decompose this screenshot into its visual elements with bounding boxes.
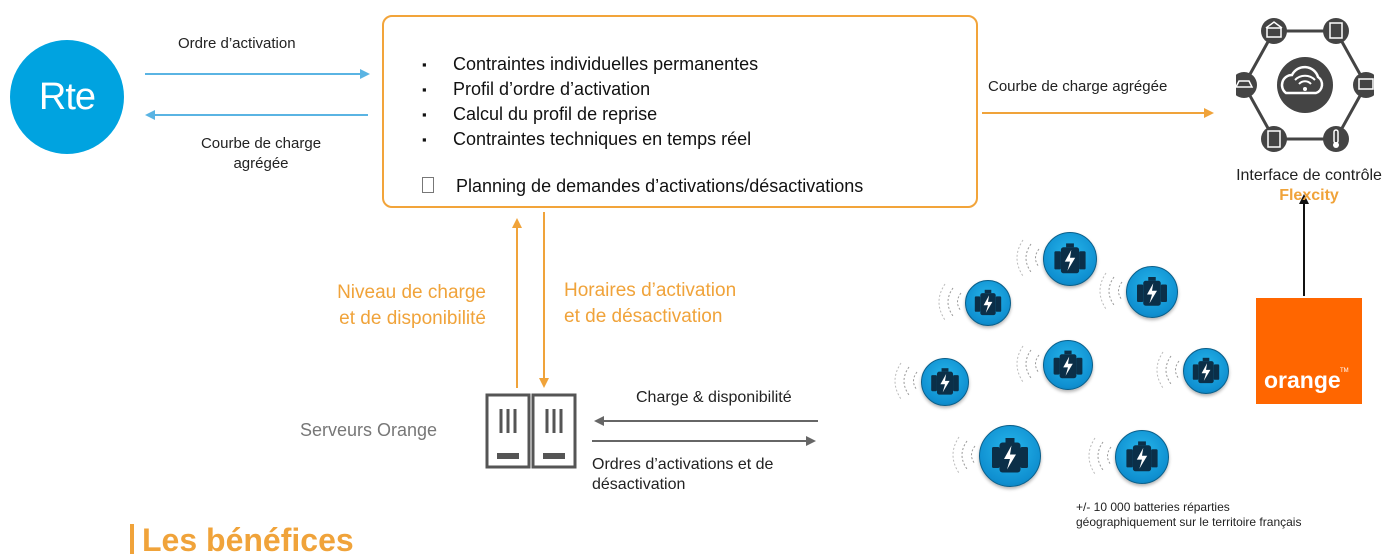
signal-wave-icon bbox=[938, 283, 962, 321]
connector-arrows bbox=[145, 69, 1309, 446]
aggregated-load-label-flexcity: Courbe de charge agrégée bbox=[988, 78, 1168, 95]
battery-icon bbox=[1043, 232, 1097, 286]
signal-wave-icon bbox=[1099, 272, 1123, 310]
activation-orders-label: Ordres d’activations et de désactivation bbox=[592, 456, 774, 493]
orange-logo: orange TM bbox=[1256, 298, 1362, 404]
list-item: ▪Calcul du profil de reprise bbox=[422, 104, 658, 124]
battery-icon bbox=[921, 358, 969, 406]
flexcity-caption: Interface de contrôle Flexcity bbox=[1236, 167, 1382, 204]
list-item: ▪Contraintes techniques en temps réel bbox=[422, 129, 752, 149]
battery-icon bbox=[1126, 266, 1178, 318]
signal-wave-icon bbox=[952, 436, 976, 474]
signal-wave-icon bbox=[1156, 351, 1180, 389]
battery-icon bbox=[1043, 340, 1093, 390]
battery-icon bbox=[979, 425, 1041, 487]
list-item: ▪Contraintes individuelles permanentes bbox=[422, 54, 759, 74]
charge-availability-label: Charge & disponibilité bbox=[636, 389, 792, 406]
planning-item: Planning de demandes d’activations/désac… bbox=[422, 174, 863, 199]
batteries-caption: +/- 10 000 batteries réparties géographi… bbox=[1076, 500, 1302, 529]
signal-wave-icon bbox=[894, 362, 918, 400]
charge-level-label: Niveau de charge et de disponibilité bbox=[337, 282, 486, 329]
list-item: ▪Profil d’ordre d’activation bbox=[422, 79, 651, 99]
signal-wave-icon bbox=[1088, 437, 1112, 475]
section-title: Les bénéfices bbox=[130, 522, 354, 559]
server-rack-icon bbox=[485, 393, 577, 469]
constraints-list: ▪Contraintes individuelles permanentes ▪… bbox=[414, 52, 758, 152]
battery-icon bbox=[1183, 348, 1229, 394]
rte-logo: Rte bbox=[10, 40, 124, 154]
flexcity-network-icon bbox=[1236, 18, 1374, 152]
servers-label: Serveurs Orange bbox=[300, 420, 438, 440]
activation-schedule-label: Horaires d’activation et de désactivatio… bbox=[564, 280, 737, 327]
central-platform-box: ▪Contraintes individuelles permanentes ▪… bbox=[382, 15, 978, 208]
signal-wave-icon bbox=[1016, 345, 1040, 383]
order-activation-label: Ordre d’activation bbox=[178, 35, 296, 52]
checkbox-glyph-icon bbox=[422, 177, 434, 193]
signal-wave-icon bbox=[1016, 239, 1040, 277]
aggregated-load-label-rte: Courbe de charge agrégée bbox=[200, 135, 322, 172]
battery-icon bbox=[965, 280, 1011, 326]
battery-icon bbox=[1115, 430, 1169, 484]
